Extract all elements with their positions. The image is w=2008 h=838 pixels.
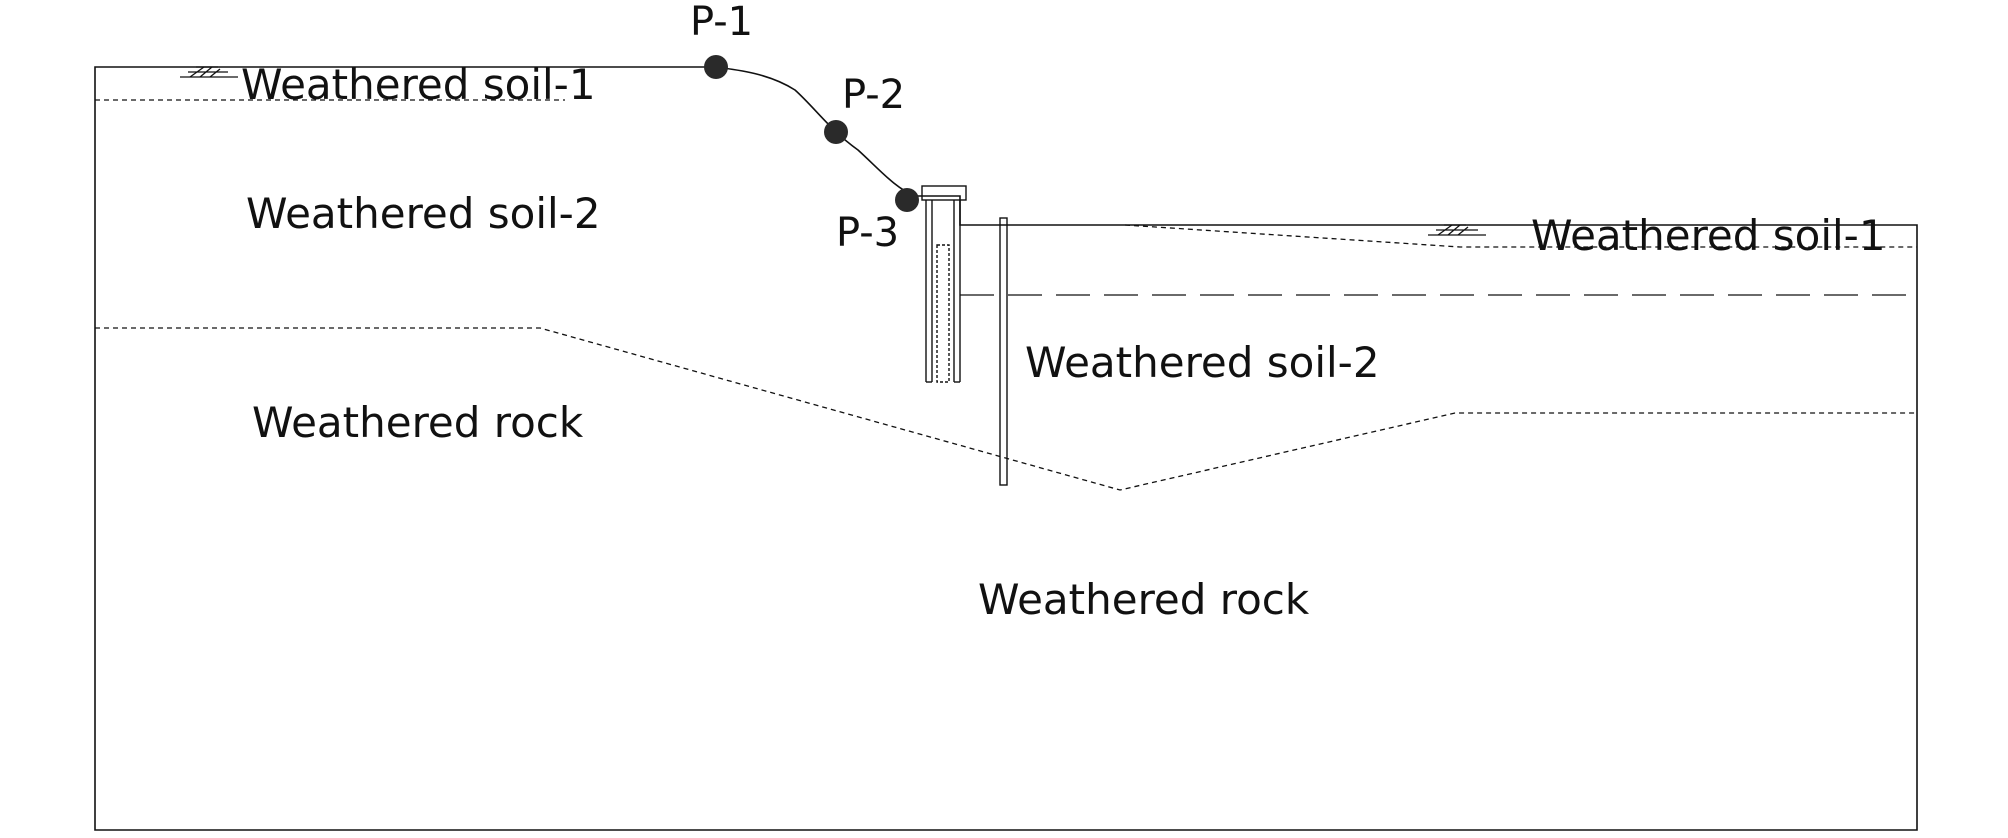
bottom-rock-label: Weathered rock <box>978 575 1310 624</box>
point-p2-label: P-2 <box>842 72 905 118</box>
right-soil-1-label: Weathered soil-1 <box>1531 211 1886 260</box>
left-soil-1-label: Weathered soil-1 <box>241 60 596 109</box>
sheet-pile <box>999 217 1008 486</box>
left-rock-label: Weathered rock <box>252 398 584 447</box>
layer-boundaries <box>95 99 1917 491</box>
right-soil1-boundary <box>1124 224 1917 248</box>
cap-beam <box>921 185 967 201</box>
point-p2-marker <box>824 120 848 144</box>
right-soil-2-label: Weathered soil-2 <box>1025 338 1380 387</box>
ground-symbol-icon <box>1428 224 1486 236</box>
point-p1-label: P-1 <box>690 0 753 45</box>
retaining-structure <box>921 185 1008 486</box>
left-rock-boundary <box>95 327 1917 491</box>
ground-symbol-icon <box>180 66 238 78</box>
ground-surface-line <box>94 66 1918 831</box>
point-p1-marker <box>704 55 728 79</box>
point-p3-marker <box>895 188 919 212</box>
measurement-points <box>704 55 919 212</box>
grout-column <box>936 244 950 383</box>
left-soil-2-label: Weathered soil-2 <box>246 189 601 238</box>
ground-symbols <box>180 66 1486 236</box>
point-p3-label: P-3 <box>836 210 899 256</box>
ground-outline <box>94 66 1918 831</box>
